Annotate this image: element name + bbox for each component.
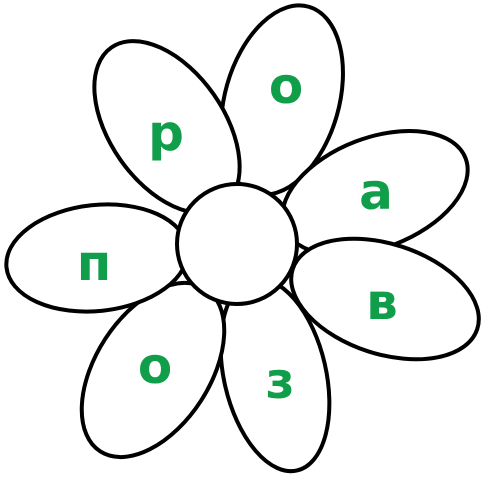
flower-center xyxy=(177,184,297,304)
petal-3-letter: в xyxy=(366,273,398,331)
petal-1-letter: о xyxy=(269,57,303,115)
petal-2-letter: а xyxy=(359,163,393,221)
petal-5-letter: о xyxy=(138,337,172,395)
petal-6-letter: п xyxy=(77,234,112,292)
petal-7-letter: р xyxy=(148,104,184,162)
petal-4-letter: з xyxy=(265,352,294,410)
